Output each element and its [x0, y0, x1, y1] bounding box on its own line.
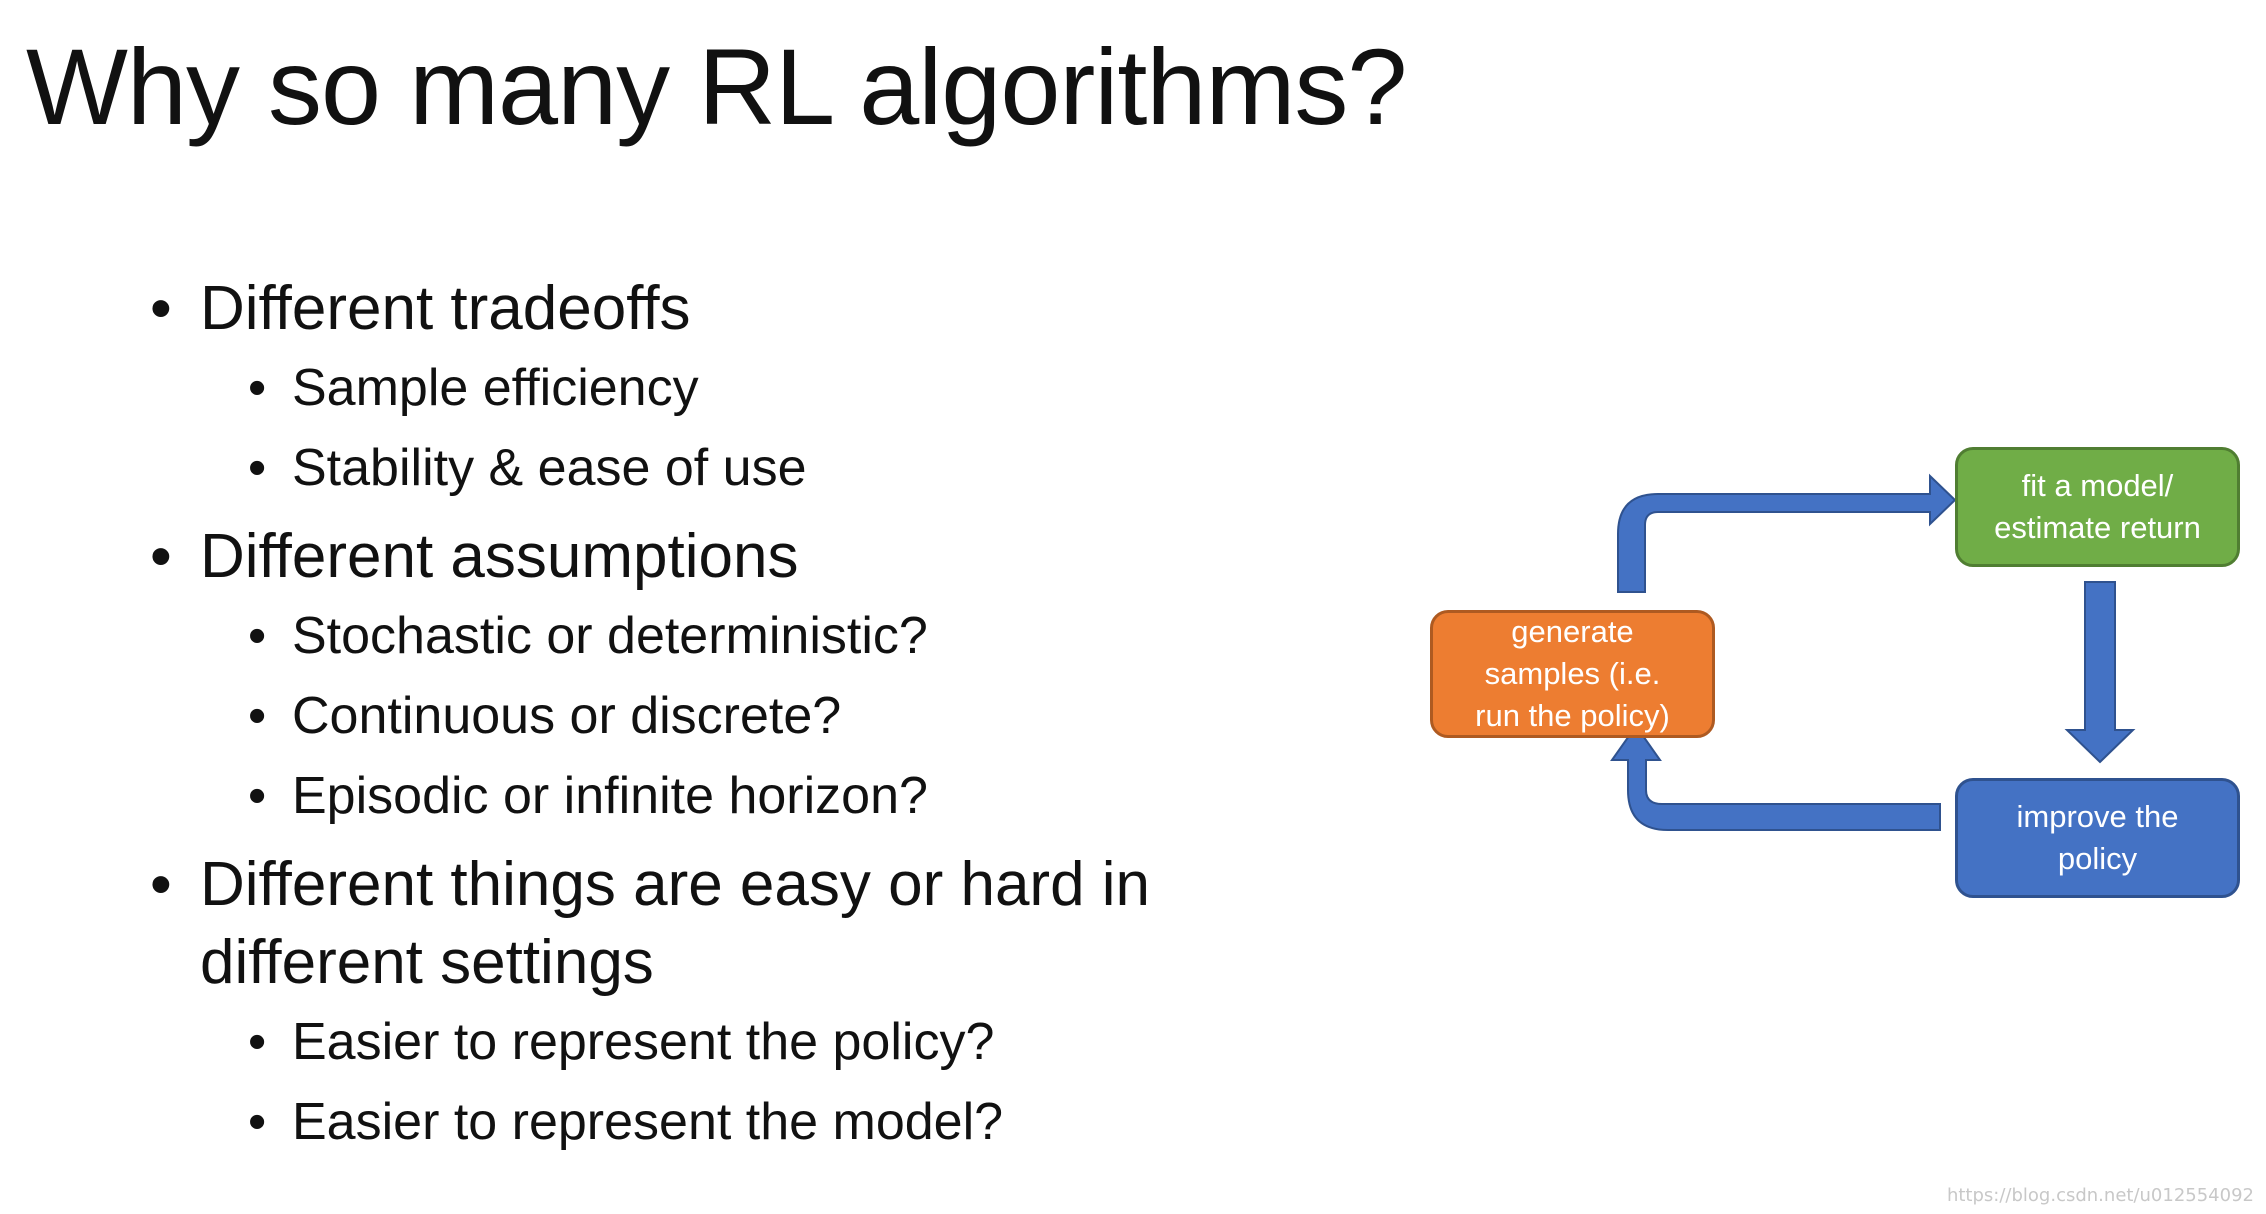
slide-title: Why so many RL algorithms?	[26, 26, 1407, 147]
arrow-fit-to-improve	[2064, 581, 2136, 764]
sub-bullet-stability: Stability & ease of use	[150, 428, 1330, 508]
sub-bullet-continuous: Continuous or discrete?	[150, 676, 1330, 756]
sub-bullet-episodic: Episodic or infinite horizon?	[150, 756, 1330, 836]
rl-loop-diagram: fit a model/ estimate return generate sa…	[1400, 420, 2266, 940]
generate-box-line-1: generate	[1511, 614, 1634, 649]
arrow-improve-to-generate	[1610, 724, 1941, 831]
sub-bullet-represent-model: Easier to represent the model?	[150, 1082, 1330, 1162]
fit-box-line-2: estimate return	[1994, 510, 2201, 545]
generate-box-line-2: samples (i.e.	[1484, 656, 1661, 691]
bullet-different-assumptions: Different assumptions	[150, 518, 1330, 596]
fit-box-line-1: fit a model/	[2021, 468, 2174, 503]
sub-bullet-sample-efficiency: Sample efficiency	[150, 348, 1330, 428]
improve-policy-box: improve the policy	[1955, 778, 2240, 898]
arrow-generate-to-fit	[1617, 473, 1957, 593]
sub-bullet-represent-policy: Easier to represent the policy?	[150, 1002, 1330, 1082]
bullet-different-things: Different things are easy or hard in dif…	[150, 846, 1330, 1002]
improve-box-line-2: policy	[2057, 841, 2138, 876]
watermark: https://blog.csdn.net/u012554092	[1946, 1185, 2254, 1206]
generate-samples-box: generate samples (i.e. run the policy)	[1430, 610, 1715, 738]
bullet-different-tradeoffs: Different tradeoffs	[150, 270, 1330, 348]
bullet-list: Different tradeoffs Sample efficiency St…	[150, 260, 1330, 1162]
generate-box-line-3: run the policy)	[1475, 698, 1670, 733]
improve-box-line-1: improve the	[2016, 799, 2179, 834]
sub-bullet-stochastic: Stochastic or deterministic?	[150, 596, 1330, 676]
fit-model-box: fit a model/ estimate return	[1955, 447, 2240, 567]
